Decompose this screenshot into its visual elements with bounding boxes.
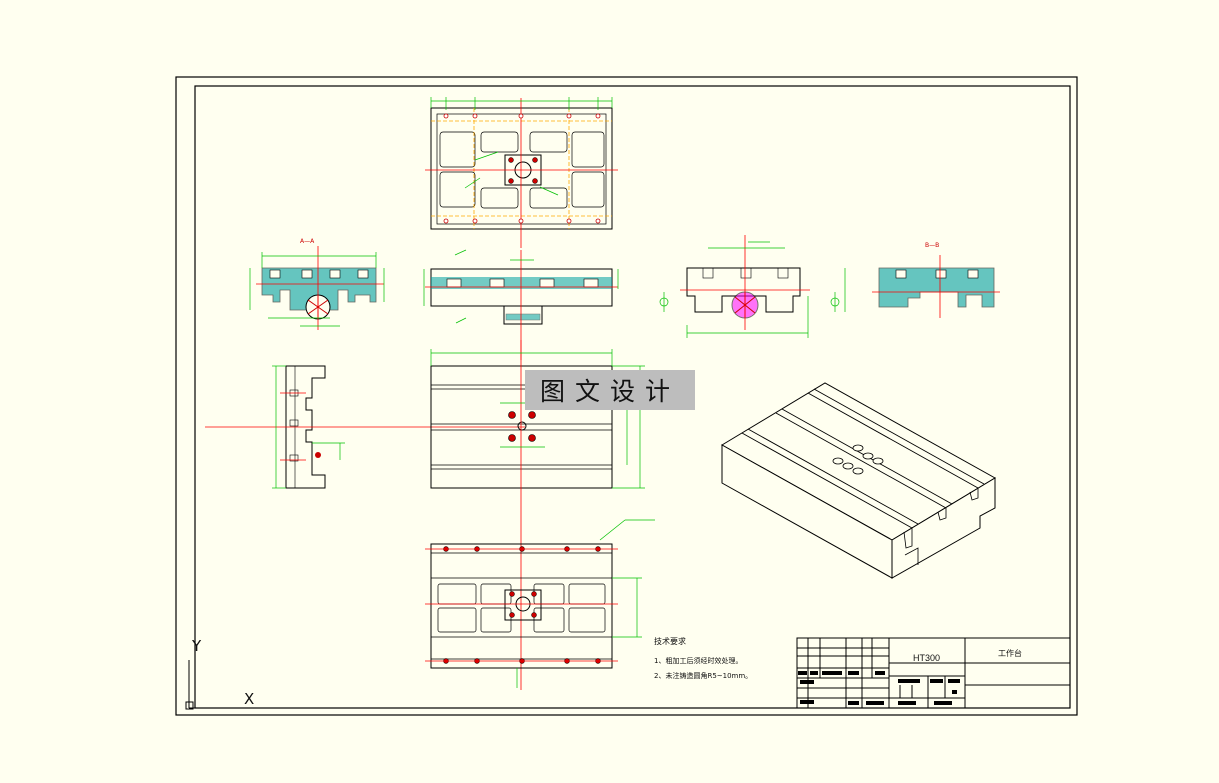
ucs-x-label: X bbox=[244, 690, 255, 708]
right-section-b bbox=[872, 255, 1000, 318]
part-name-label: 工作台 bbox=[998, 649, 1022, 658]
isometric-view bbox=[721, 382, 996, 579]
top-view-upper bbox=[425, 97, 618, 248]
left-section-a bbox=[249, 246, 385, 330]
material-label: HT300 bbox=[913, 653, 941, 663]
bottom-view bbox=[425, 519, 655, 688]
right-section-view bbox=[659, 235, 846, 338]
outer-frame bbox=[175, 76, 1078, 716]
section-label-a: A—A bbox=[300, 238, 315, 245]
inner-frame bbox=[194, 85, 1071, 709]
tech-note-item: 1、粗加工后须经时效处理。 bbox=[654, 657, 743, 665]
tech-notes-title: 技术要求 bbox=[654, 637, 686, 646]
ucs-icon bbox=[185, 660, 240, 710]
watermark-label: 图文设计 bbox=[525, 370, 695, 410]
front-section bbox=[423, 249, 619, 360]
ucs-y-label: Y bbox=[192, 637, 202, 655]
title-block-tiny-text bbox=[798, 671, 960, 705]
section-label-b: B—B bbox=[925, 242, 940, 249]
side-view-left bbox=[205, 365, 525, 489]
tech-note-item: 2、未注铸造圆角R5~10mm。 bbox=[654, 672, 753, 680]
title-block bbox=[796, 637, 1071, 709]
